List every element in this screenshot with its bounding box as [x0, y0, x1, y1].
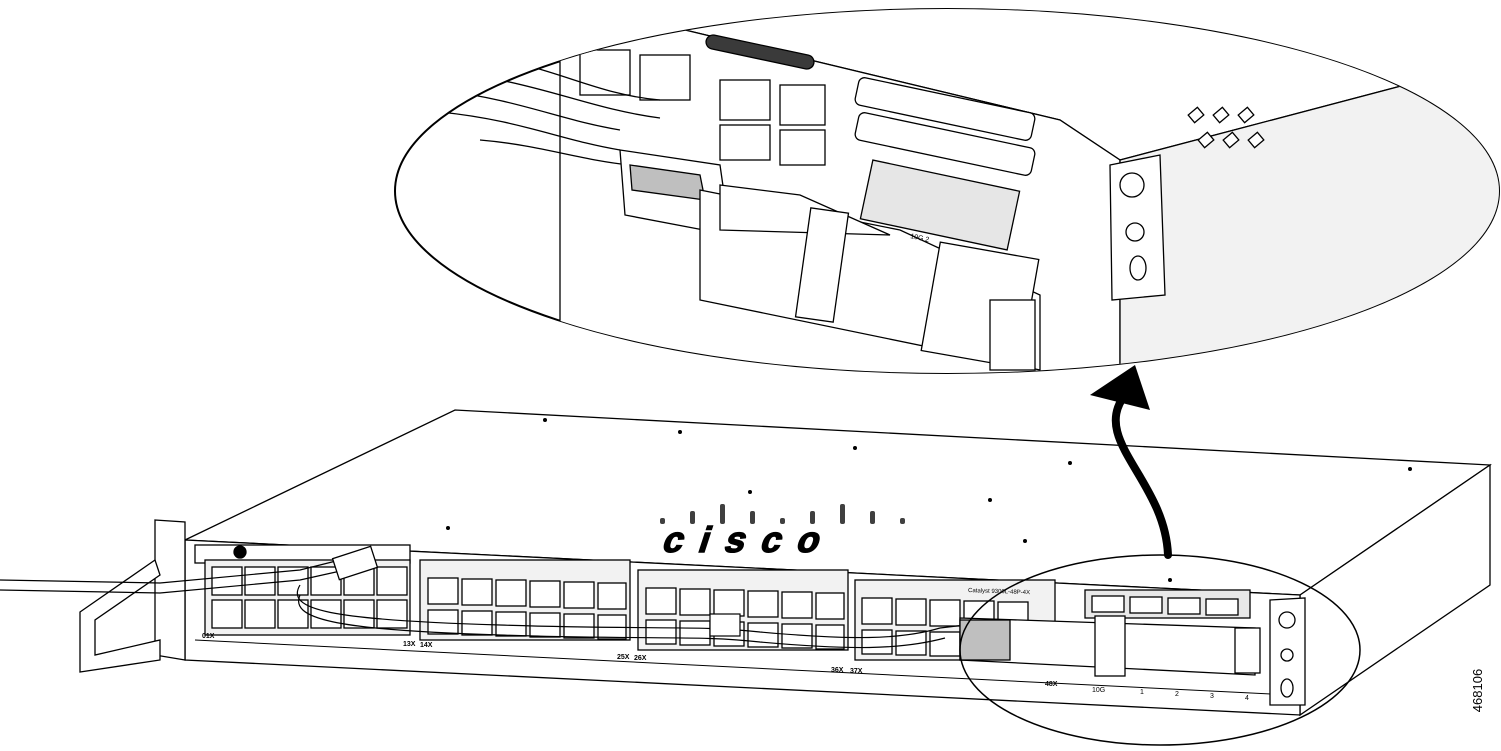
- rack-ear-right: [1269, 597, 1306, 706]
- switch-model-label: Catalyst 9300L-48P-4X: [968, 588, 1030, 596]
- port-block-2: [419, 559, 631, 641]
- curved-arrow-head: [1090, 365, 1150, 410]
- uplink-label-3: 3: [1210, 693, 1214, 700]
- cisco-logo: [660, 504, 905, 524]
- zoom-screw-top: [1119, 172, 1145, 198]
- vent-grille: [1187, 106, 1265, 149]
- sfp-module-small: [959, 615, 1261, 677]
- cisco-logo-text: cisco: [658, 520, 843, 560]
- port-grid-2: [427, 577, 627, 640]
- curved-arrow-icon: [1111, 391, 1172, 559]
- port-range-labels: 01X 13X 14X 25X 26X 36X 37X 48X: [202, 633, 1058, 688]
- screw-icon: [1278, 611, 1296, 629]
- port-label-25x: 25X: [617, 654, 630, 661]
- uplink-ports: [1084, 589, 1251, 619]
- mode-button: [233, 545, 247, 559]
- network-switch: cisco: [184, 409, 1492, 717]
- uplink-speed-label: 10G: [1092, 687, 1105, 694]
- highlight-ellipse-small: [959, 554, 1361, 746]
- zoom-uplink-label: 10G 2: [910, 233, 930, 244]
- zoom-detail-view: Catalyst 9300L-48P-4X 10G 2: [394, 8, 1500, 374]
- port-grid-1: [211, 566, 408, 629]
- uplink-labels: 10G 1 2 3 4: [1092, 687, 1249, 702]
- uplink-label-2: 2: [1175, 691, 1179, 698]
- rack-ear-icon: [79, 519, 186, 673]
- port-label-26x: 26X: [634, 655, 647, 662]
- zoom-uplink-slots: [854, 77, 1036, 251]
- port-label-14x: 14X: [420, 642, 433, 649]
- uplink-label-4: 4: [1245, 695, 1249, 702]
- port-label-13x: 13X: [403, 641, 416, 648]
- top-panel-marks: [446, 418, 1412, 582]
- port-label-48x: 48X: [1045, 681, 1058, 688]
- figure-number: 468106: [1468, 640, 1488, 740]
- zoom-sfp-module: [699, 184, 1041, 371]
- port-label-36x: 36X: [831, 667, 844, 674]
- port-label-37x: 37X: [850, 668, 863, 675]
- usb-connector-icon: [331, 545, 379, 581]
- port-block-3: [637, 569, 849, 651]
- port-block-1: [204, 559, 411, 636]
- figure-number-text: 468106: [1470, 668, 1486, 712]
- port-label-01x: 01X: [202, 633, 215, 640]
- zoom-model-label-box: [705, 34, 815, 70]
- uplink-label-1: 1: [1140, 689, 1144, 696]
- cable-strain-relief: [709, 613, 741, 637]
- zoom-rj45-ports: [579, 49, 826, 166]
- zoom-screw-bottom: [1125, 222, 1145, 242]
- console-cable: [0, 559, 966, 649]
